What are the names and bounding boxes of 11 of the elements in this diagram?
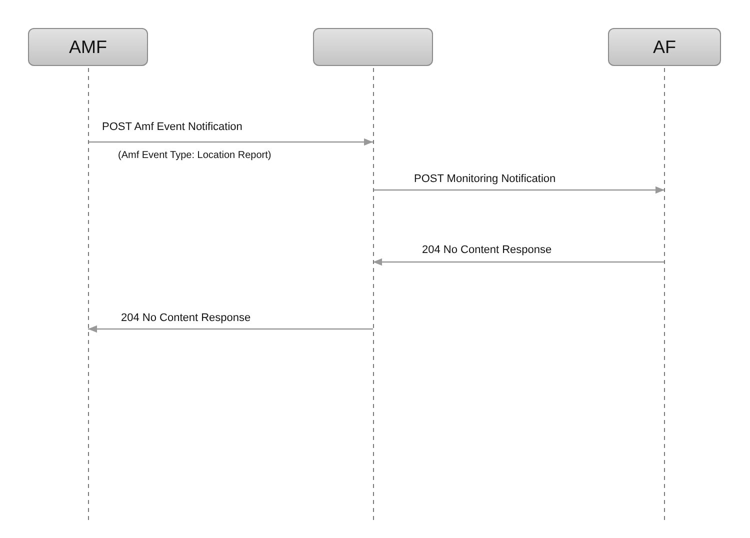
edge-label: 204 No Content Response	[120, 312, 252, 324]
message-arrow	[88, 325, 373, 333]
participant-name: AF	[652, 36, 676, 58]
message-arrow	[88, 138, 373, 146]
edge-label: POST Amf Event Notification	[101, 121, 244, 133]
edge-label: POST Monitoring Notification	[413, 173, 557, 185]
message-note: (Amf Event Type: Location Report)	[117, 150, 272, 161]
message-arrow	[373, 186, 664, 194]
message-arrow	[373, 258, 664, 266]
edge-label: 204 No Content Response	[421, 244, 553, 256]
participant-name: AMF	[69, 36, 107, 58]
